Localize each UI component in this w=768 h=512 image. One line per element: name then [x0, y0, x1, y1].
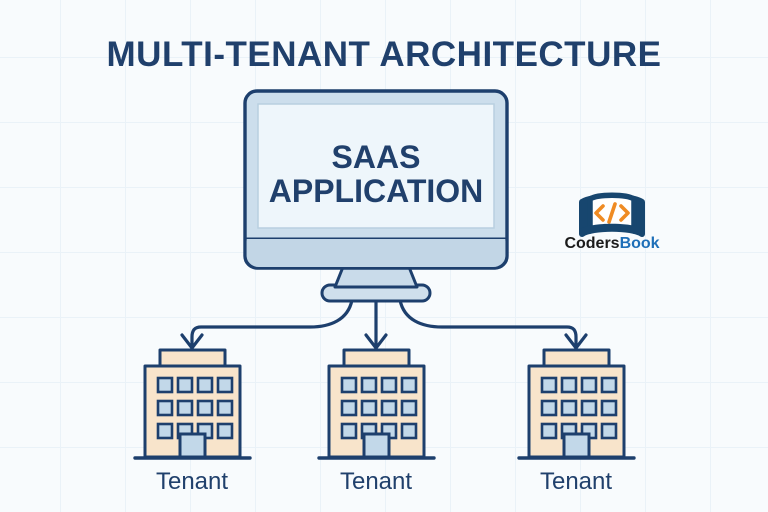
connector-right — [398, 298, 578, 348]
building-window — [216, 376, 234, 394]
building-window — [600, 399, 618, 417]
building-roof — [542, 348, 611, 369]
connector-left — [190, 298, 354, 348]
connector-group — [190, 298, 578, 348]
saas-label-line1: SAAS — [332, 139, 421, 175]
building-window — [400, 422, 418, 440]
building-window — [216, 422, 234, 440]
building-roof — [342, 348, 411, 369]
building-window — [176, 376, 194, 394]
building-roof — [158, 348, 227, 369]
saas-label-line2: APPLICATION — [269, 173, 484, 209]
building-window — [196, 399, 214, 417]
building-window — [156, 376, 174, 394]
building-window — [156, 399, 174, 417]
building-window — [400, 376, 418, 394]
building-door — [178, 432, 207, 459]
building-window — [196, 376, 214, 394]
building-window — [156, 422, 174, 440]
tenant-building-3[interactable]: Tenant — [517, 348, 636, 495]
building-window — [340, 399, 358, 417]
building-window — [540, 422, 558, 440]
building-window — [360, 399, 378, 417]
page-title: MULTI-TENANT ARCHITECTURE — [107, 35, 662, 74]
arrowhead-group — [180, 333, 588, 350]
building-window — [600, 376, 618, 394]
building-window — [560, 399, 578, 417]
building-window — [540, 399, 558, 417]
building-window — [340, 422, 358, 440]
tenant-building-2[interactable]: Tenant — [317, 348, 436, 495]
monitor-chin — [246, 239, 506, 268]
code-glyph-icon — [594, 202, 630, 224]
building-window — [360, 376, 378, 394]
building-window — [380, 399, 398, 417]
building-door — [362, 432, 391, 459]
building-window — [540, 376, 558, 394]
building-window — [580, 399, 598, 417]
building-window — [580, 376, 598, 394]
logo-wordmark: CodersBook — [564, 235, 659, 252]
arrowhead-right — [564, 333, 588, 350]
building-window — [400, 399, 418, 417]
tenant-label-3: Tenant — [540, 468, 612, 495]
monitor-screen — [257, 103, 495, 229]
building-window — [176, 399, 194, 417]
building-window — [380, 376, 398, 394]
tenant-building-1[interactable]: Tenant — [133, 348, 252, 495]
arrowhead-middle — [364, 333, 388, 350]
codersbook-logo[interactable]: CodersBook — [564, 192, 660, 252]
logo-wordmark-part2: Book — [620, 235, 660, 252]
building-door — [562, 432, 591, 459]
building-window — [600, 422, 618, 440]
saas-application-monitor: SAAS APPLICATION — [243, 89, 509, 303]
building-window — [216, 399, 234, 417]
book-icon — [579, 192, 645, 237]
tenant-label-2: Tenant — [340, 468, 412, 495]
arrowhead-left — [180, 333, 204, 350]
logo-wordmark-part1: Coders — [564, 235, 619, 252]
building-window — [340, 376, 358, 394]
tenant-label-1: Tenant — [156, 468, 228, 495]
building-window — [560, 376, 578, 394]
